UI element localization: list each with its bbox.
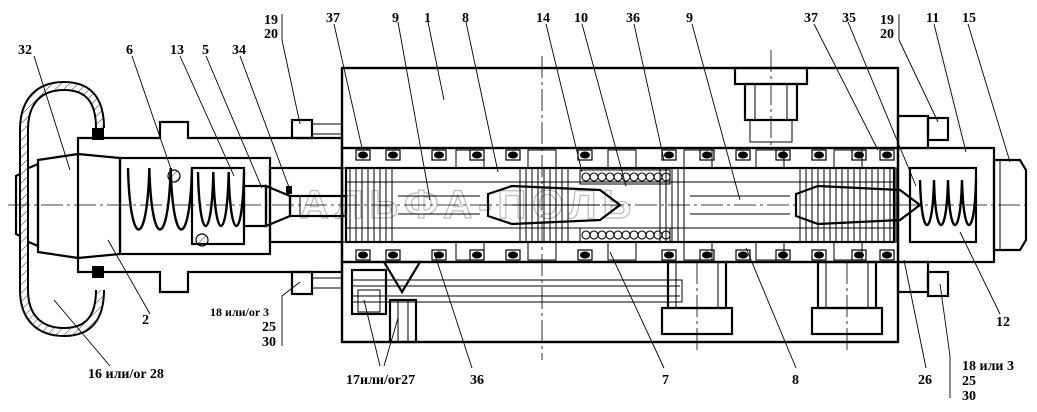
label-37-left: 37	[326, 11, 340, 26]
left-flange-bolts	[290, 118, 343, 296]
o-ring-bottom	[434, 251, 444, 259]
label-26: 26	[918, 373, 932, 388]
o-ring-bottom	[664, 251, 674, 259]
o-ring-bottom	[472, 251, 482, 259]
label-19-left: 19	[264, 13, 278, 28]
spring-coil-bottom	[637, 230, 647, 240]
label-35: 35	[842, 11, 856, 26]
right-flange-bolts	[926, 116, 950, 298]
o-ring-top	[434, 151, 444, 159]
label-30-left: 30	[262, 335, 276, 350]
o-ring-bottom	[738, 251, 748, 259]
o-ring-bottom	[388, 251, 398, 259]
o-ring-top	[472, 151, 482, 159]
spring-coil-top	[597, 172, 607, 182]
label-18-3-right: 18 или 3	[962, 359, 1014, 374]
spring-coil-top	[645, 172, 655, 182]
handle-cap	[14, 152, 122, 260]
label-17-27: 17или/or27	[346, 373, 415, 388]
o-ring-top	[882, 151, 892, 159]
label-8-bottom: 8	[792, 373, 799, 388]
spring-coil-bottom	[613, 230, 623, 240]
o-ring-top	[388, 151, 398, 159]
label-9-left: 9	[392, 11, 399, 26]
label-11: 11	[926, 11, 939, 26]
o-ring-bottom	[508, 251, 518, 259]
left-spring	[126, 167, 194, 231]
o-ring-bottom	[358, 251, 368, 259]
label-6: 6	[126, 43, 133, 58]
spring-coil-top	[653, 172, 663, 182]
label-8-top: 8	[462, 11, 469, 26]
label-25-right: 25	[962, 374, 976, 389]
label-20-left: 20	[264, 27, 278, 42]
right-spring	[918, 179, 978, 227]
spring-coil-top	[613, 172, 623, 182]
right-spring-coil	[918, 179, 978, 227]
label-7: 7	[662, 373, 669, 388]
spring-coil-top	[581, 172, 591, 182]
label-14: 14	[536, 11, 550, 26]
o-ring-bottom	[702, 251, 712, 259]
label-1: 1	[424, 11, 431, 26]
label-37-right: 37	[804, 11, 818, 26]
plunger	[190, 166, 348, 246]
spring-coil-bottom	[653, 230, 663, 240]
spring-coil-bottom	[661, 230, 671, 240]
spring-coil-top	[629, 172, 639, 182]
label-36-top: 36	[626, 11, 640, 26]
o-ring-top	[738, 151, 748, 159]
o-ring-top	[814, 151, 824, 159]
o-ring-top	[580, 151, 590, 159]
part-labels: 32 6 13 5 34 19 20 37 9 1 8 14 10 36 9 3…	[18, 11, 1014, 404]
spring-coil-top	[637, 172, 647, 182]
label-10: 10	[574, 11, 588, 26]
label-9-right: 9	[686, 11, 693, 26]
label-32: 32	[18, 43, 32, 58]
o-ring-top	[702, 151, 712, 159]
o-ring-top	[778, 151, 788, 159]
left-spring-coil	[126, 167, 194, 231]
label-30-right: 30	[962, 389, 976, 404]
o-ring-bottom	[814, 251, 824, 259]
o-ring-top	[664, 151, 674, 159]
label-2: 2	[142, 313, 149, 328]
o-ring-bottom	[882, 251, 892, 259]
spring-coil-top	[589, 172, 599, 182]
o-ring-top	[508, 151, 518, 159]
label-34: 34	[232, 43, 246, 58]
label-25-left: 25	[262, 320, 276, 335]
label-20-right: 20	[880, 27, 894, 42]
leader-lines	[33, 14, 1011, 398]
label-13: 13	[170, 43, 184, 58]
lower-channel	[350, 260, 683, 344]
spring-coil-bottom	[597, 230, 607, 240]
label-15: 15	[962, 11, 976, 26]
label-12: 12	[996, 315, 1010, 330]
label-18-3-left: 18 или/or 3	[210, 305, 269, 319]
spring-coil-top	[661, 172, 671, 182]
label-5: 5	[202, 43, 209, 58]
spring-coil-bottom	[621, 230, 631, 240]
label-36-bottom: 36	[470, 373, 484, 388]
inner-spring-13	[196, 171, 246, 227]
bore-land-top	[607, 149, 637, 169]
spring-coil-bottom	[581, 230, 591, 240]
spring-coil-bottom	[645, 230, 655, 240]
inner-spring-coil	[196, 171, 246, 227]
spring-coil-bottom	[589, 230, 599, 240]
outer-ring-seal	[19, 80, 105, 338]
spring-coil-bottom	[629, 230, 639, 240]
label-19-right: 19	[880, 13, 894, 28]
spring-coil-bottom	[605, 230, 615, 240]
o-ring-top	[358, 151, 368, 159]
o-ring-bottom	[778, 251, 788, 259]
o-ring-bottom	[580, 251, 590, 259]
spring-coil-top	[605, 172, 615, 182]
label-16-28: 16 или/or 28	[88, 367, 164, 382]
